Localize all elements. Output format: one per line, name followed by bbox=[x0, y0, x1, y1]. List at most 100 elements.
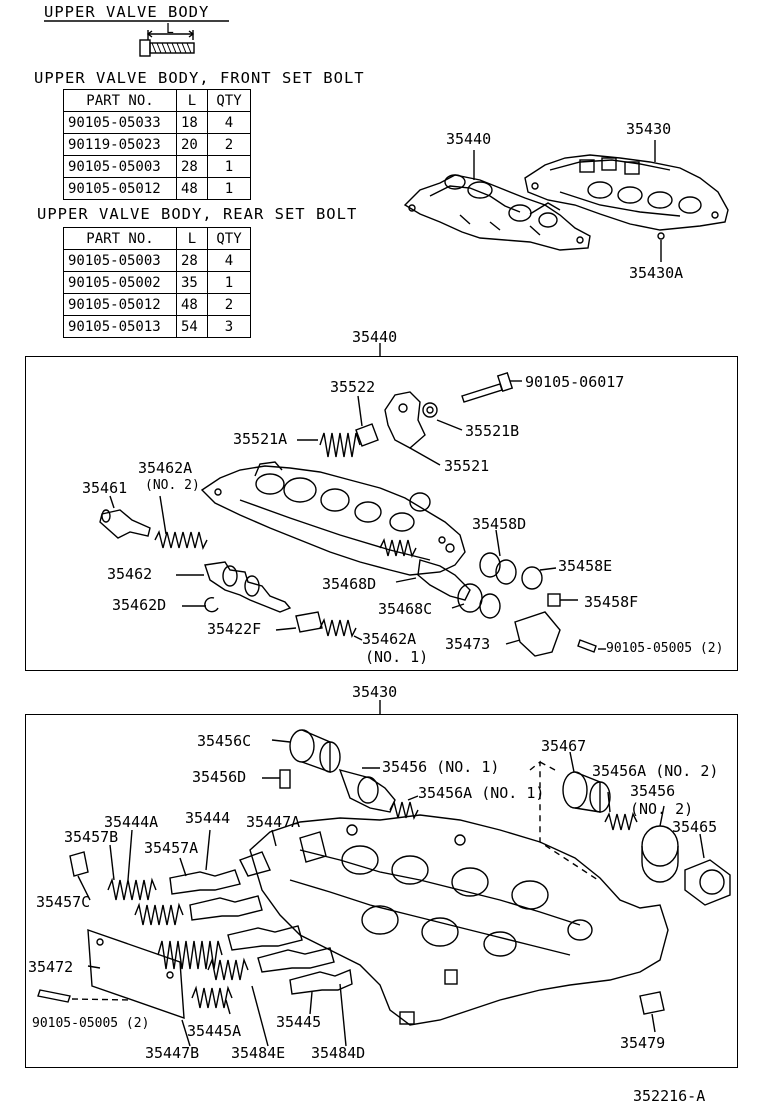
length-cell: 35 bbox=[176, 271, 208, 294]
callout-35462D: 35462D bbox=[112, 596, 167, 614]
qty-cell: 2 bbox=[207, 293, 251, 316]
table-row: 90105-05033 18 4 bbox=[63, 111, 251, 134]
qty-cell: 2 bbox=[207, 133, 251, 156]
callout-35468D: 35468D bbox=[322, 575, 377, 593]
qty-cell: 1 bbox=[207, 155, 251, 178]
table-header-row: PART NO. L QTY bbox=[63, 89, 251, 112]
callout-35445: 35445 bbox=[276, 1013, 322, 1031]
table-row: 90105-05012 48 1 bbox=[63, 177, 251, 200]
bolt-dimension-icon bbox=[139, 30, 195, 57]
callout-35472: 35472 bbox=[28, 958, 74, 976]
callout-35522: 35522 bbox=[330, 378, 376, 396]
length-cell: 54 bbox=[176, 315, 208, 338]
valve-body-35430-detail bbox=[249, 814, 669, 1026]
front-bolt-table-title: UPPER VALVE BODY, FRONT SET BOLT bbox=[34, 69, 365, 87]
rear-bolt-table: PART NO. L QTY 90105-05003 28 4 90105-05… bbox=[63, 227, 251, 338]
callout-35456C: 35456C bbox=[197, 732, 252, 750]
callout-35521A: 35521A bbox=[233, 430, 288, 448]
table-row: 90105-05003 28 4 bbox=[63, 249, 251, 272]
part-number-cell: 90105-05003 bbox=[63, 249, 177, 272]
length-cell: 48 bbox=[176, 293, 208, 316]
column-header: PART NO. bbox=[63, 227, 177, 250]
callout-35521B: 35521B bbox=[465, 422, 520, 440]
part-number-cell: 90105-05002 bbox=[63, 271, 177, 294]
detail-box-35430 bbox=[25, 714, 738, 1068]
callout-35456-no2: 35456 bbox=[630, 782, 676, 800]
qty-cell: 4 bbox=[207, 249, 251, 272]
overview-35440-valve-body bbox=[403, 174, 591, 251]
callout-35458F: 35458F bbox=[584, 593, 639, 611]
callout-35444: 35444 bbox=[185, 809, 231, 827]
callout-no2-note-2: (NO. 2) bbox=[630, 800, 694, 818]
callout-35457C: 35457C bbox=[36, 893, 91, 911]
table-row: 90105-05012 48 2 bbox=[63, 293, 251, 316]
bolt-length-label: L bbox=[166, 22, 174, 37]
callout-35462A-no2: 35462A bbox=[138, 459, 193, 477]
callout-35447A: 35447A bbox=[246, 813, 301, 831]
valve-35462 bbox=[204, 561, 292, 613]
overview-35430-valve-body bbox=[524, 154, 729, 231]
diagram-title: UPPER VALVE BODY bbox=[44, 3, 210, 21]
figure-id: 352216-A bbox=[633, 1087, 706, 1105]
table-row: 90119-05023 20 2 bbox=[63, 133, 251, 156]
column-header: L bbox=[176, 89, 208, 112]
callout-35484E: 35484E bbox=[231, 1044, 286, 1062]
callout-no1-note: (NO. 1) bbox=[365, 648, 429, 666]
detail-box-35440 bbox=[25, 356, 738, 671]
callout-35430A: 35430A bbox=[629, 264, 684, 282]
column-header: L bbox=[176, 227, 208, 250]
callout-35456A-no1: 35456A (NO. 1) bbox=[418, 784, 545, 802]
part-number-cell: 90105-05013 bbox=[63, 315, 177, 338]
callout-90105-05005-bottom: 90105-05005 (2) bbox=[32, 1016, 150, 1031]
valve-35468C bbox=[457, 583, 501, 619]
part-number-cell: 90105-05003 bbox=[63, 155, 177, 178]
callout-90105-06017: 90105-06017 bbox=[525, 373, 625, 391]
qty-cell: 4 bbox=[207, 111, 251, 134]
bolt-90105-06017 bbox=[461, 371, 514, 403]
callout-35458D: 35458D bbox=[472, 515, 527, 533]
callout-35458E: 35458E bbox=[558, 557, 613, 575]
callout-35457B: 35457B bbox=[64, 828, 119, 846]
front-bolt-table: PART NO. L QTY 90105-05033 18 4 90119-05… bbox=[63, 89, 251, 200]
table-row: 90105-05003 28 1 bbox=[63, 155, 251, 178]
plug-35465 bbox=[684, 859, 731, 906]
column-header: PART NO. bbox=[63, 89, 177, 112]
callout-35444A: 35444A bbox=[104, 813, 159, 831]
callout-35461: 35461 bbox=[82, 479, 128, 497]
table-header-row: PART NO. L QTY bbox=[63, 227, 251, 250]
callout-35456-no1: 35456 (NO. 1) bbox=[382, 758, 500, 776]
callout-35484D: 35484D bbox=[311, 1044, 366, 1062]
plunger-35461 bbox=[99, 509, 151, 539]
spring-35522 bbox=[319, 423, 379, 458]
qty-cell: 1 bbox=[207, 271, 251, 294]
callout-no2-note: (NO. 2) bbox=[145, 478, 200, 493]
part-number-cell: 90105-05033 bbox=[63, 111, 177, 134]
section-header-35440: 35440 bbox=[352, 328, 398, 346]
callout-90105-05005-top: 90105-05005 (2) bbox=[606, 641, 724, 656]
sleeve-35467 bbox=[562, 771, 611, 813]
column-header: QTY bbox=[207, 227, 251, 250]
callout-35456D: 35456D bbox=[192, 768, 247, 786]
part-number-cell: 90105-05012 bbox=[63, 293, 177, 316]
table-row: 90105-05013 54 3 bbox=[63, 315, 251, 338]
callout-35447B: 35447B bbox=[145, 1044, 200, 1062]
section-header-35430: 35430 bbox=[352, 683, 398, 701]
length-cell: 28 bbox=[176, 249, 208, 272]
length-cell: 18 bbox=[176, 111, 208, 134]
callout-35445A: 35445A bbox=[187, 1022, 242, 1040]
callout-35440-overview: 35440 bbox=[446, 130, 492, 148]
table-row: 90105-05002 35 1 bbox=[63, 271, 251, 294]
callout-35456A-no2: 35456A (NO. 2) bbox=[592, 762, 719, 780]
plate-35472 bbox=[87, 928, 185, 1020]
callout-35473: 35473 bbox=[445, 635, 491, 653]
qty-cell: 1 bbox=[207, 177, 251, 200]
length-cell: 48 bbox=[176, 177, 208, 200]
valve-35468D bbox=[379, 537, 471, 601]
length-cell: 20 bbox=[176, 133, 208, 156]
callout-35467: 35467 bbox=[541, 737, 587, 755]
sleeve-35458D bbox=[479, 552, 517, 585]
callout-35422F: 35422F bbox=[207, 620, 262, 638]
callout-35468C: 35468C bbox=[378, 600, 433, 618]
qty-cell: 3 bbox=[207, 315, 251, 338]
